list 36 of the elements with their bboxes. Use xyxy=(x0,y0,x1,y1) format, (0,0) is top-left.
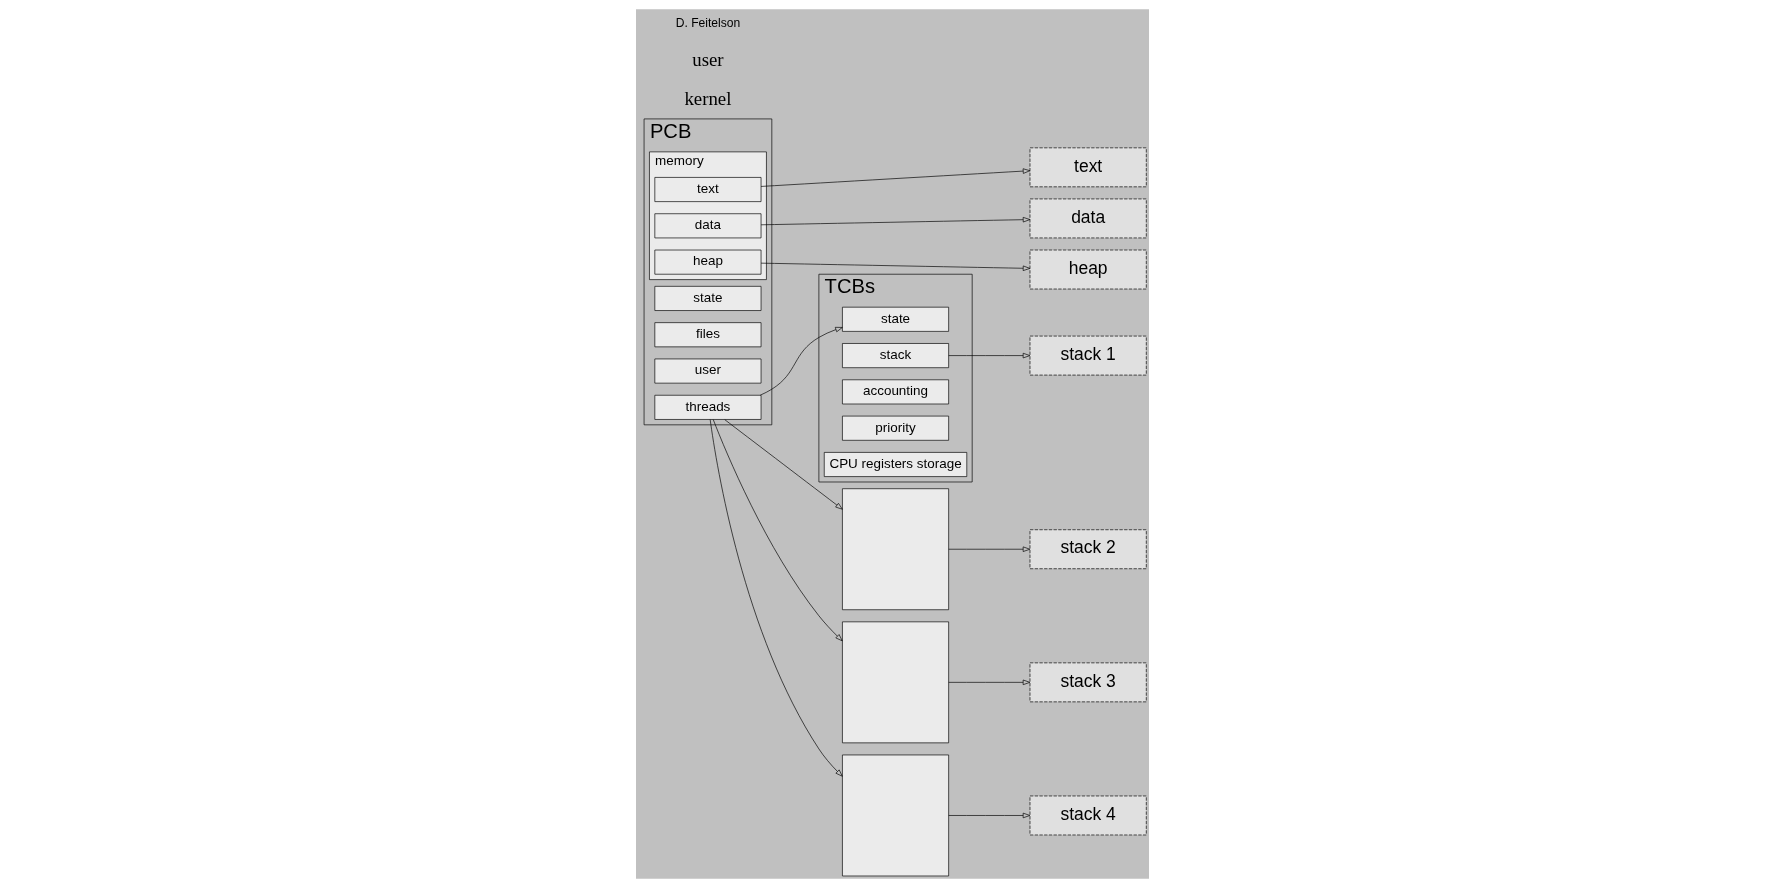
arrow xyxy=(760,326,843,395)
arrow xyxy=(709,418,843,777)
node-box: stack 3 xyxy=(1029,662,1147,702)
arrow xyxy=(760,262,1031,271)
node-box: threads xyxy=(654,394,762,420)
arrow xyxy=(724,418,843,510)
node-box xyxy=(842,754,949,876)
node-box: CPU registers storage xyxy=(823,451,968,477)
node-box: priority xyxy=(842,415,949,441)
arrow xyxy=(760,216,1031,225)
node-box: stack 2 xyxy=(1029,528,1147,569)
node-box: user xyxy=(654,358,762,383)
arrow xyxy=(948,812,1031,818)
node-box: accounting xyxy=(842,378,949,404)
node-box: data xyxy=(1029,198,1147,238)
node-box: stack 1 xyxy=(1029,335,1147,375)
arrow xyxy=(760,167,1031,187)
label: user xyxy=(692,48,724,70)
arrow xyxy=(712,418,843,641)
node-box: heap xyxy=(654,249,762,275)
node-box: stack 4 xyxy=(1029,795,1147,835)
node-box: heap xyxy=(1029,249,1147,289)
node-box: files xyxy=(654,321,762,347)
node-box: state xyxy=(654,285,762,311)
node-box: data xyxy=(654,212,762,238)
node-box xyxy=(842,487,949,610)
node-box: text xyxy=(654,176,762,202)
arrow xyxy=(948,546,1031,552)
node-box: stack xyxy=(842,342,949,368)
label: kernel xyxy=(684,87,732,109)
label: D. Feitelson xyxy=(675,15,741,30)
node-box: state xyxy=(842,306,949,332)
node-box xyxy=(842,621,949,743)
node-box: text xyxy=(1029,147,1147,187)
arrow xyxy=(948,679,1031,685)
arrow xyxy=(948,352,1031,358)
